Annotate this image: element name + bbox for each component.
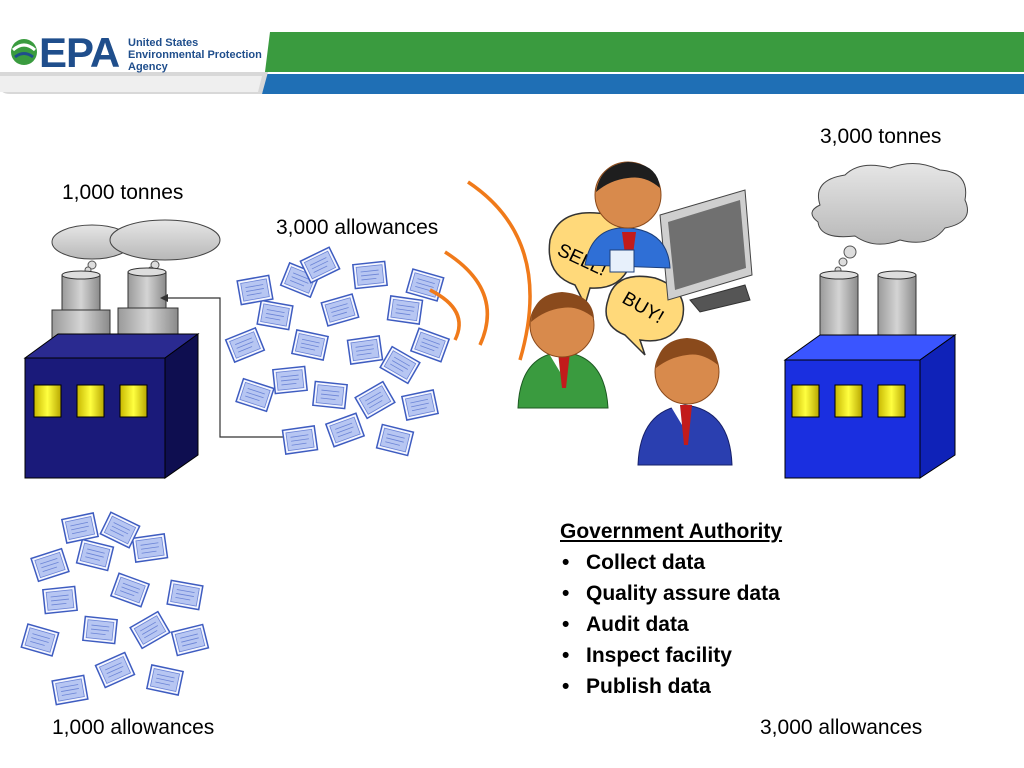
buy-speech-bubble: BUY! [605, 275, 685, 356]
computer-monitor-icon [659, 189, 753, 313]
left-plant-allowances-label: 1,000 allowances [52, 716, 215, 739]
agency-name: United States Environmental Protection A… [128, 37, 262, 73]
left-factory-icon [23, 219, 221, 479]
header-banner [0, 0, 1024, 100]
list-item: Quality assure data [560, 578, 782, 609]
allowance-pile-surrendered-icon [224, 246, 450, 457]
left-plant-emissions-label: 1,000 tonnes [62, 181, 184, 204]
left-smoke-cloud-icon [51, 219, 221, 274]
government-authority-panel: Government Authority Collect data Qualit… [560, 516, 782, 702]
right-factory-icon [783, 163, 968, 479]
list-item: Inspect facility [560, 640, 782, 671]
right-plant-emissions-label: 3,000 tonnes [820, 125, 942, 148]
epa-logo-icon [11, 39, 37, 65]
allowance-pile-held-icon [20, 511, 210, 706]
right-plant-allowances-label: 3,000 allowances [760, 716, 923, 739]
list-item: Publish data [560, 671, 782, 702]
signal-waves-icon [429, 180, 532, 361]
government-authority-list: Collect data Quality assure data Audit d… [560, 547, 782, 702]
trader-green-icon [517, 292, 609, 409]
list-item: Collect data [560, 547, 782, 578]
trader-top-icon [584, 161, 671, 273]
surrendered-allowances-label: 3,000 allowances [276, 216, 439, 239]
list-item: Audit data [560, 609, 782, 640]
government-authority-title: Government Authority [560, 520, 783, 543]
right-smoke-cloud-icon [811, 163, 968, 274]
trader-blue-icon [637, 338, 733, 466]
surrender-arrow [160, 294, 290, 438]
epa-logo-text: EPA [39, 29, 120, 76]
